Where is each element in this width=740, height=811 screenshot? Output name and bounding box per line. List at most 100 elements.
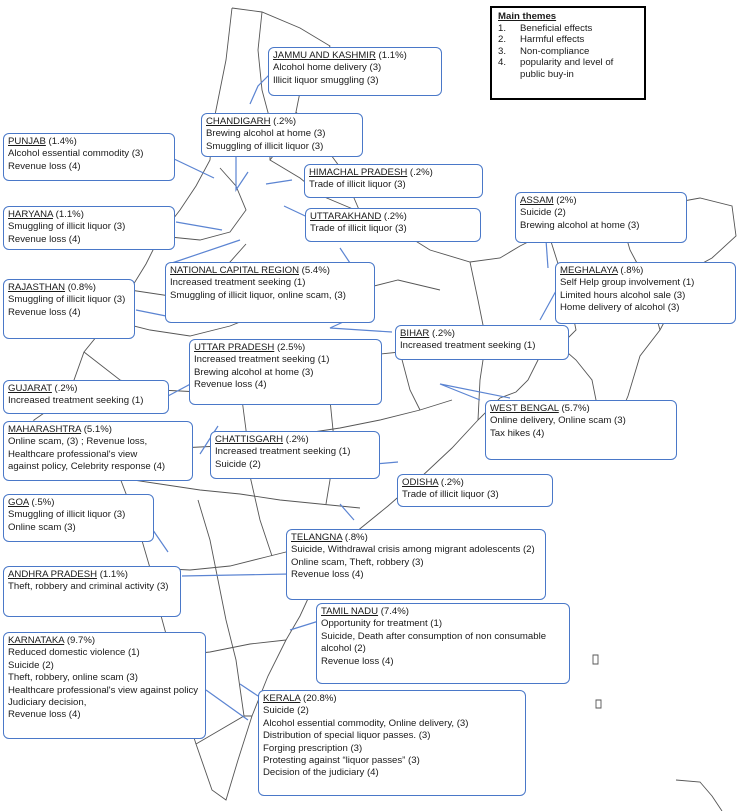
- legend-item: 3.Non-compliance: [498, 46, 638, 58]
- callout-rajasthan: RAJASTHAN (0.8%) Smuggling of illicit li…: [3, 279, 135, 339]
- legend-item-num: 2.: [498, 34, 507, 46]
- state-percent: (.5%): [28, 497, 55, 508]
- legend-item: 2.Harmful effects: [498, 34, 638, 46]
- state-percent: (5.7%): [558, 403, 590, 414]
- callout-punjab: PUNJAB (1.4%) Alcohol essential commodit…: [3, 133, 175, 181]
- legend-item: 1.Beneficial effects: [498, 23, 638, 35]
- state-percent: (1.1%): [375, 50, 407, 61]
- state-percent: (5.4%): [299, 265, 330, 276]
- callout-leader: [135, 309, 167, 317]
- callout-bihar: BIHAR (.2%) Increased treatment seeking …: [395, 325, 569, 360]
- state-percent: (.8%): [342, 532, 368, 543]
- state-name: MEGHALAYA: [560, 265, 618, 276]
- legend-item-num: 4.: [498, 57, 507, 69]
- theme-line: Theft, robbery, online scam (3): [8, 672, 138, 684]
- state-percent: (7.4%): [378, 606, 409, 617]
- theme-line: Online delivery, Online scam (3): [490, 415, 626, 427]
- theme-line: Suicide (2): [520, 207, 566, 219]
- legend-title: Main themes: [498, 11, 557, 22]
- theme-line: Smuggling of illicit liquor (3): [8, 221, 126, 233]
- state-percent: (.8%): [617, 265, 644, 276]
- theme-line: Smuggling of illicit liquor (3): [8, 294, 126, 306]
- callout-leader: [235, 156, 249, 192]
- theme-line: Suicide, Death after consumption of non …: [321, 630, 547, 655]
- theme-line: Smuggling of illicit liquor (3): [206, 140, 324, 152]
- theme-line: Revenue loss (4): [8, 709, 81, 721]
- callout-leader: [439, 383, 511, 401]
- callout-himachal-pradesh: HIMACHAL PRADESH (.2%) Trade of illicit …: [304, 164, 483, 198]
- callout-chattisgarh: CHATTISGARH (.2%) Increased treatment se…: [210, 431, 380, 479]
- callout-assam: ASSAM (2%) Suicide (2) Brewing alcohol a…: [515, 192, 687, 243]
- callout-karnataka: KARNATAKA (9.7%) Reduced domestic violen…: [3, 632, 206, 739]
- theme-line: Alcohol essential commodity, Online deli…: [263, 717, 469, 729]
- callout-telangana: TELANGNA (.8%) Suicide, Withdrawal crisi…: [286, 529, 546, 600]
- state-percent: (.2%): [51, 383, 78, 394]
- theme-line: Brewing alcohol at home (3): [206, 128, 326, 140]
- callout-leader: [265, 179, 293, 185]
- callout-maharashtra: MAHARASHTRA (5.1%) Online scam, (3) ; Re…: [3, 421, 193, 481]
- state-name: TELANGNA: [291, 532, 343, 543]
- state-name: PUNJAB: [8, 136, 46, 147]
- callout-leader: [205, 689, 249, 721]
- callout-meghalaya: MEGHALAYA (.8%) Self Help group involvem…: [555, 262, 736, 324]
- state-name: WEST BENGAL: [490, 403, 559, 414]
- theme-line: Tax hikes (4): [490, 427, 545, 439]
- theme-line: Revenue loss (4): [8, 160, 81, 172]
- callout-uttar-pradesh: UTTAR PRADESH (2.5%) Increased treatment…: [189, 339, 382, 405]
- theme-line: Suicide (2): [263, 705, 309, 717]
- callout-leader: [171, 157, 215, 179]
- theme-line: Brewing alcohol at home (3): [520, 219, 640, 231]
- state-name: NATIONAL CAPITAL REGION: [170, 265, 300, 276]
- legend-box: Main themes 1.Beneficial effects 2.Harmf…: [490, 6, 646, 100]
- callout-leader: [175, 221, 223, 231]
- theme-line: Suicide, Withdrawal crisis among migrant…: [291, 544, 535, 556]
- callout-kerala: KERALA (20.8%) Suicide (2) Alcohol essen…: [258, 690, 526, 796]
- theme-line: Revenue loss (4): [194, 379, 267, 391]
- state-name: ASSAM: [520, 195, 554, 206]
- theme-line: Online scam, (3) ; Revenue loss,: [8, 436, 148, 448]
- theme-line: Increased treatment seeking (1): [215, 446, 351, 458]
- theme-line: Protesting against “liquor passes” (3): [263, 755, 420, 767]
- theme-line: Decision of the judiciary (4): [263, 767, 379, 779]
- theme-line: Limited hours alcohol sale (3): [560, 289, 686, 301]
- theme-line: Brewing alcohol at home (3): [194, 366, 314, 378]
- theme-line: Forging prescription (3): [263, 742, 363, 754]
- theme-line: Self Help group involvement (1): [560, 277, 695, 289]
- callout-jammu-kashmir: JAMMU AND KASHMIR (1.1%) Alcohol home de…: [268, 47, 442, 96]
- state-border: [399, 351, 421, 411]
- callout-andhra-pradesh: ANDHRA PRADESH (1.1%) Theft, robbery and…: [3, 566, 181, 617]
- state-name: KARNATAKA: [8, 635, 65, 646]
- theme-line: Theft, robbery and criminal activity (3): [8, 581, 169, 593]
- theme-line: Opportunity for treatment (1): [321, 618, 443, 630]
- callout-leader: [545, 239, 549, 269]
- state-name: KERALA: [263, 693, 301, 704]
- state-name: ANDHRA PRADESH: [8, 569, 98, 580]
- island-outline: [675, 779, 723, 811]
- theme-line: against policy, Celebrity response (4): [8, 461, 166, 473]
- state-border: [197, 499, 245, 717]
- state-border: [119, 477, 361, 509]
- state-name: HIMACHAL PRADESH: [309, 167, 408, 178]
- callout-tamil-nadu: TAMIL NADU (7.4%) Opportunity for treatm…: [316, 603, 570, 684]
- state-percent: (.2%): [429, 328, 455, 339]
- state-name: TAMIL NADU: [321, 606, 379, 617]
- callout-leader: [165, 239, 241, 266]
- theme-line: Alcohol home delivery (3): [273, 62, 382, 74]
- state-name: CHATTISGARH: [215, 434, 284, 445]
- callout-goa: GOA (.5%) Smuggling of illicit liquor (3…: [3, 494, 154, 542]
- theme-line: Increased treatment seeking (1): [170, 277, 306, 289]
- state-percent: (1.4%): [45, 136, 77, 147]
- legend-item-text: Beneficial effects: [520, 22, 593, 34]
- callout-leader: [181, 573, 291, 577]
- state-percent: (.2%): [283, 434, 309, 445]
- theme-line: Suicide (2): [8, 659, 54, 671]
- theme-line: Online scam (3): [8, 521, 76, 533]
- theme-line: Revenue loss (4): [291, 569, 364, 581]
- theme-line: Revenue loss (4): [321, 655, 394, 667]
- theme-line: Alcohol essential commodity (3): [8, 148, 144, 160]
- legend-item: 4.popularity and level of public buy-in: [498, 57, 638, 80]
- state-percent: (2.5%): [274, 342, 306, 353]
- callout-leader: [239, 683, 259, 697]
- island-outline: [592, 654, 599, 665]
- theme-line: Healthcare professional's view: [8, 448, 138, 460]
